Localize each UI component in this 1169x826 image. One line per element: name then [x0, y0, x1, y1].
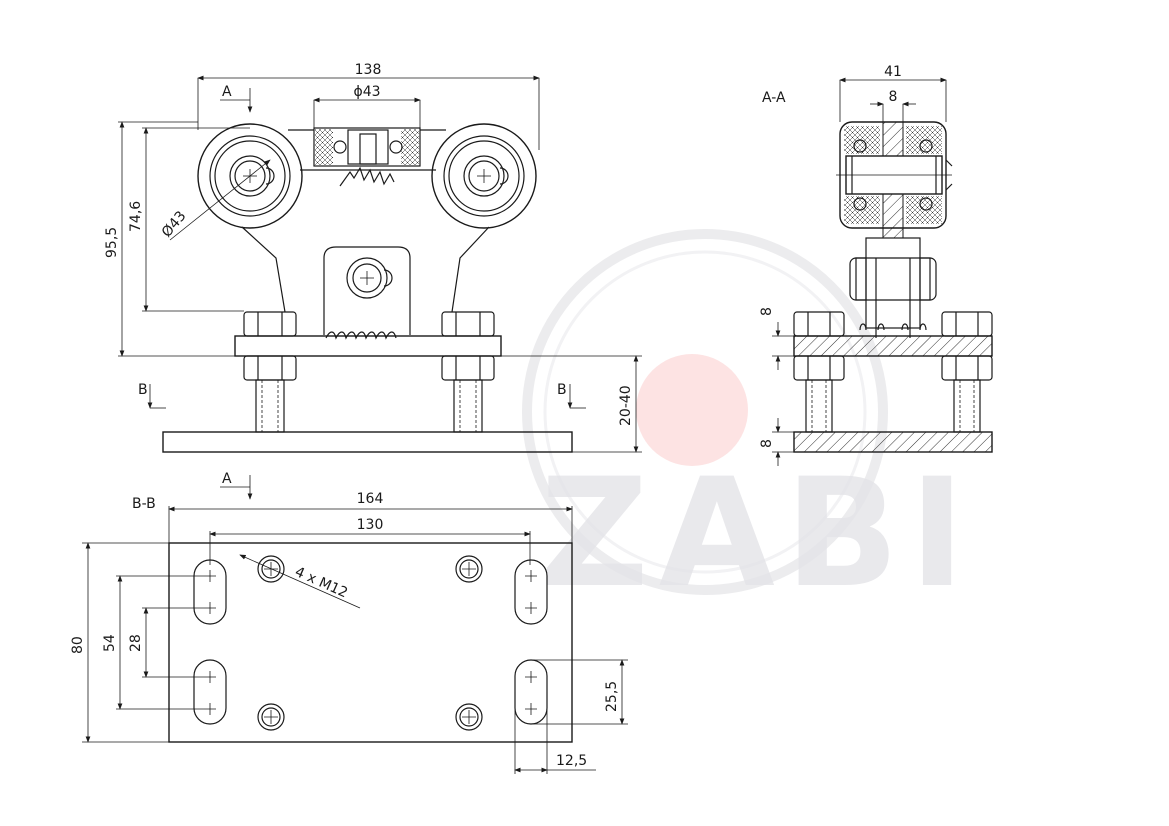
- slot-top-left: [193, 559, 227, 625]
- side-lug: [865, 237, 921, 329]
- side-nut-top-right: [941, 311, 993, 337]
- dim-plan-length: 164: [357, 491, 384, 507]
- plan-plate: [168, 542, 573, 743]
- dim-overall-width: 138: [355, 62, 382, 78]
- dim-slot-offset: 12,5: [556, 753, 587, 769]
- dim-hole-spacing: 130: [357, 517, 384, 533]
- dim-plate-top: 8: [759, 307, 775, 316]
- center-lug: [323, 246, 411, 335]
- slot-bottom-left: [193, 659, 227, 725]
- center-bearing: [313, 127, 421, 167]
- stud-right: [453, 379, 483, 433]
- plan-view: B-B A 164 130: [70, 471, 628, 774]
- m12-holes: [257, 555, 483, 731]
- nut-top-left: [243, 311, 297, 337]
- plan-section-a: A: [222, 471, 232, 487]
- side-top-plate: [793, 335, 993, 357]
- top-plate: [234, 335, 502, 357]
- dim-side-web: 8: [889, 89, 898, 105]
- svg-text:ZABI: ZABI: [540, 447, 975, 621]
- front-view: 138 ϕ43 A Ø43: [104, 62, 642, 453]
- dim-slot-inner: 28: [128, 634, 144, 652]
- dim-bearing-diameter: ϕ43: [353, 84, 380, 100]
- dim-slot-outer: 54: [102, 634, 118, 652]
- side-view-title: A-A: [762, 90, 786, 106]
- right-wheel: [431, 123, 537, 229]
- stud-left: [255, 379, 285, 433]
- dim-plate-bottom: 8: [759, 439, 775, 448]
- dim-adjust-range: 20-40: [618, 385, 634, 426]
- section-a-marker: A: [222, 84, 232, 100]
- nut-top-right: [441, 311, 495, 337]
- base-plate: [162, 431, 573, 453]
- section-b-right: B: [557, 382, 567, 398]
- slot-top-right: [514, 559, 548, 625]
- watermark-red-dot: [636, 354, 748, 466]
- nut-bottom-left: [243, 355, 297, 381]
- nut-bottom-right: [441, 355, 495, 381]
- dim-side-width: 41: [884, 64, 902, 80]
- side-nut-top-left: [793, 311, 845, 337]
- dim-total-height: 95,5: [104, 227, 120, 258]
- holes-callout: 4 x M12: [292, 564, 350, 601]
- dim-wheel-diameter: Ø43: [159, 208, 190, 240]
- plan-view-title: B-B: [132, 496, 156, 512]
- dim-plan-height: 80: [70, 636, 86, 654]
- dim-slot-length: 25,5: [604, 681, 620, 712]
- left-wheel: [197, 123, 303, 229]
- side-view: A-A 41 8: [759, 64, 993, 466]
- section-b-left: B: [138, 382, 148, 398]
- dim-axle-height: 74,6: [128, 201, 144, 232]
- watermark-logo: ZABI: [522, 229, 975, 621]
- side-base-plate: [793, 431, 993, 453]
